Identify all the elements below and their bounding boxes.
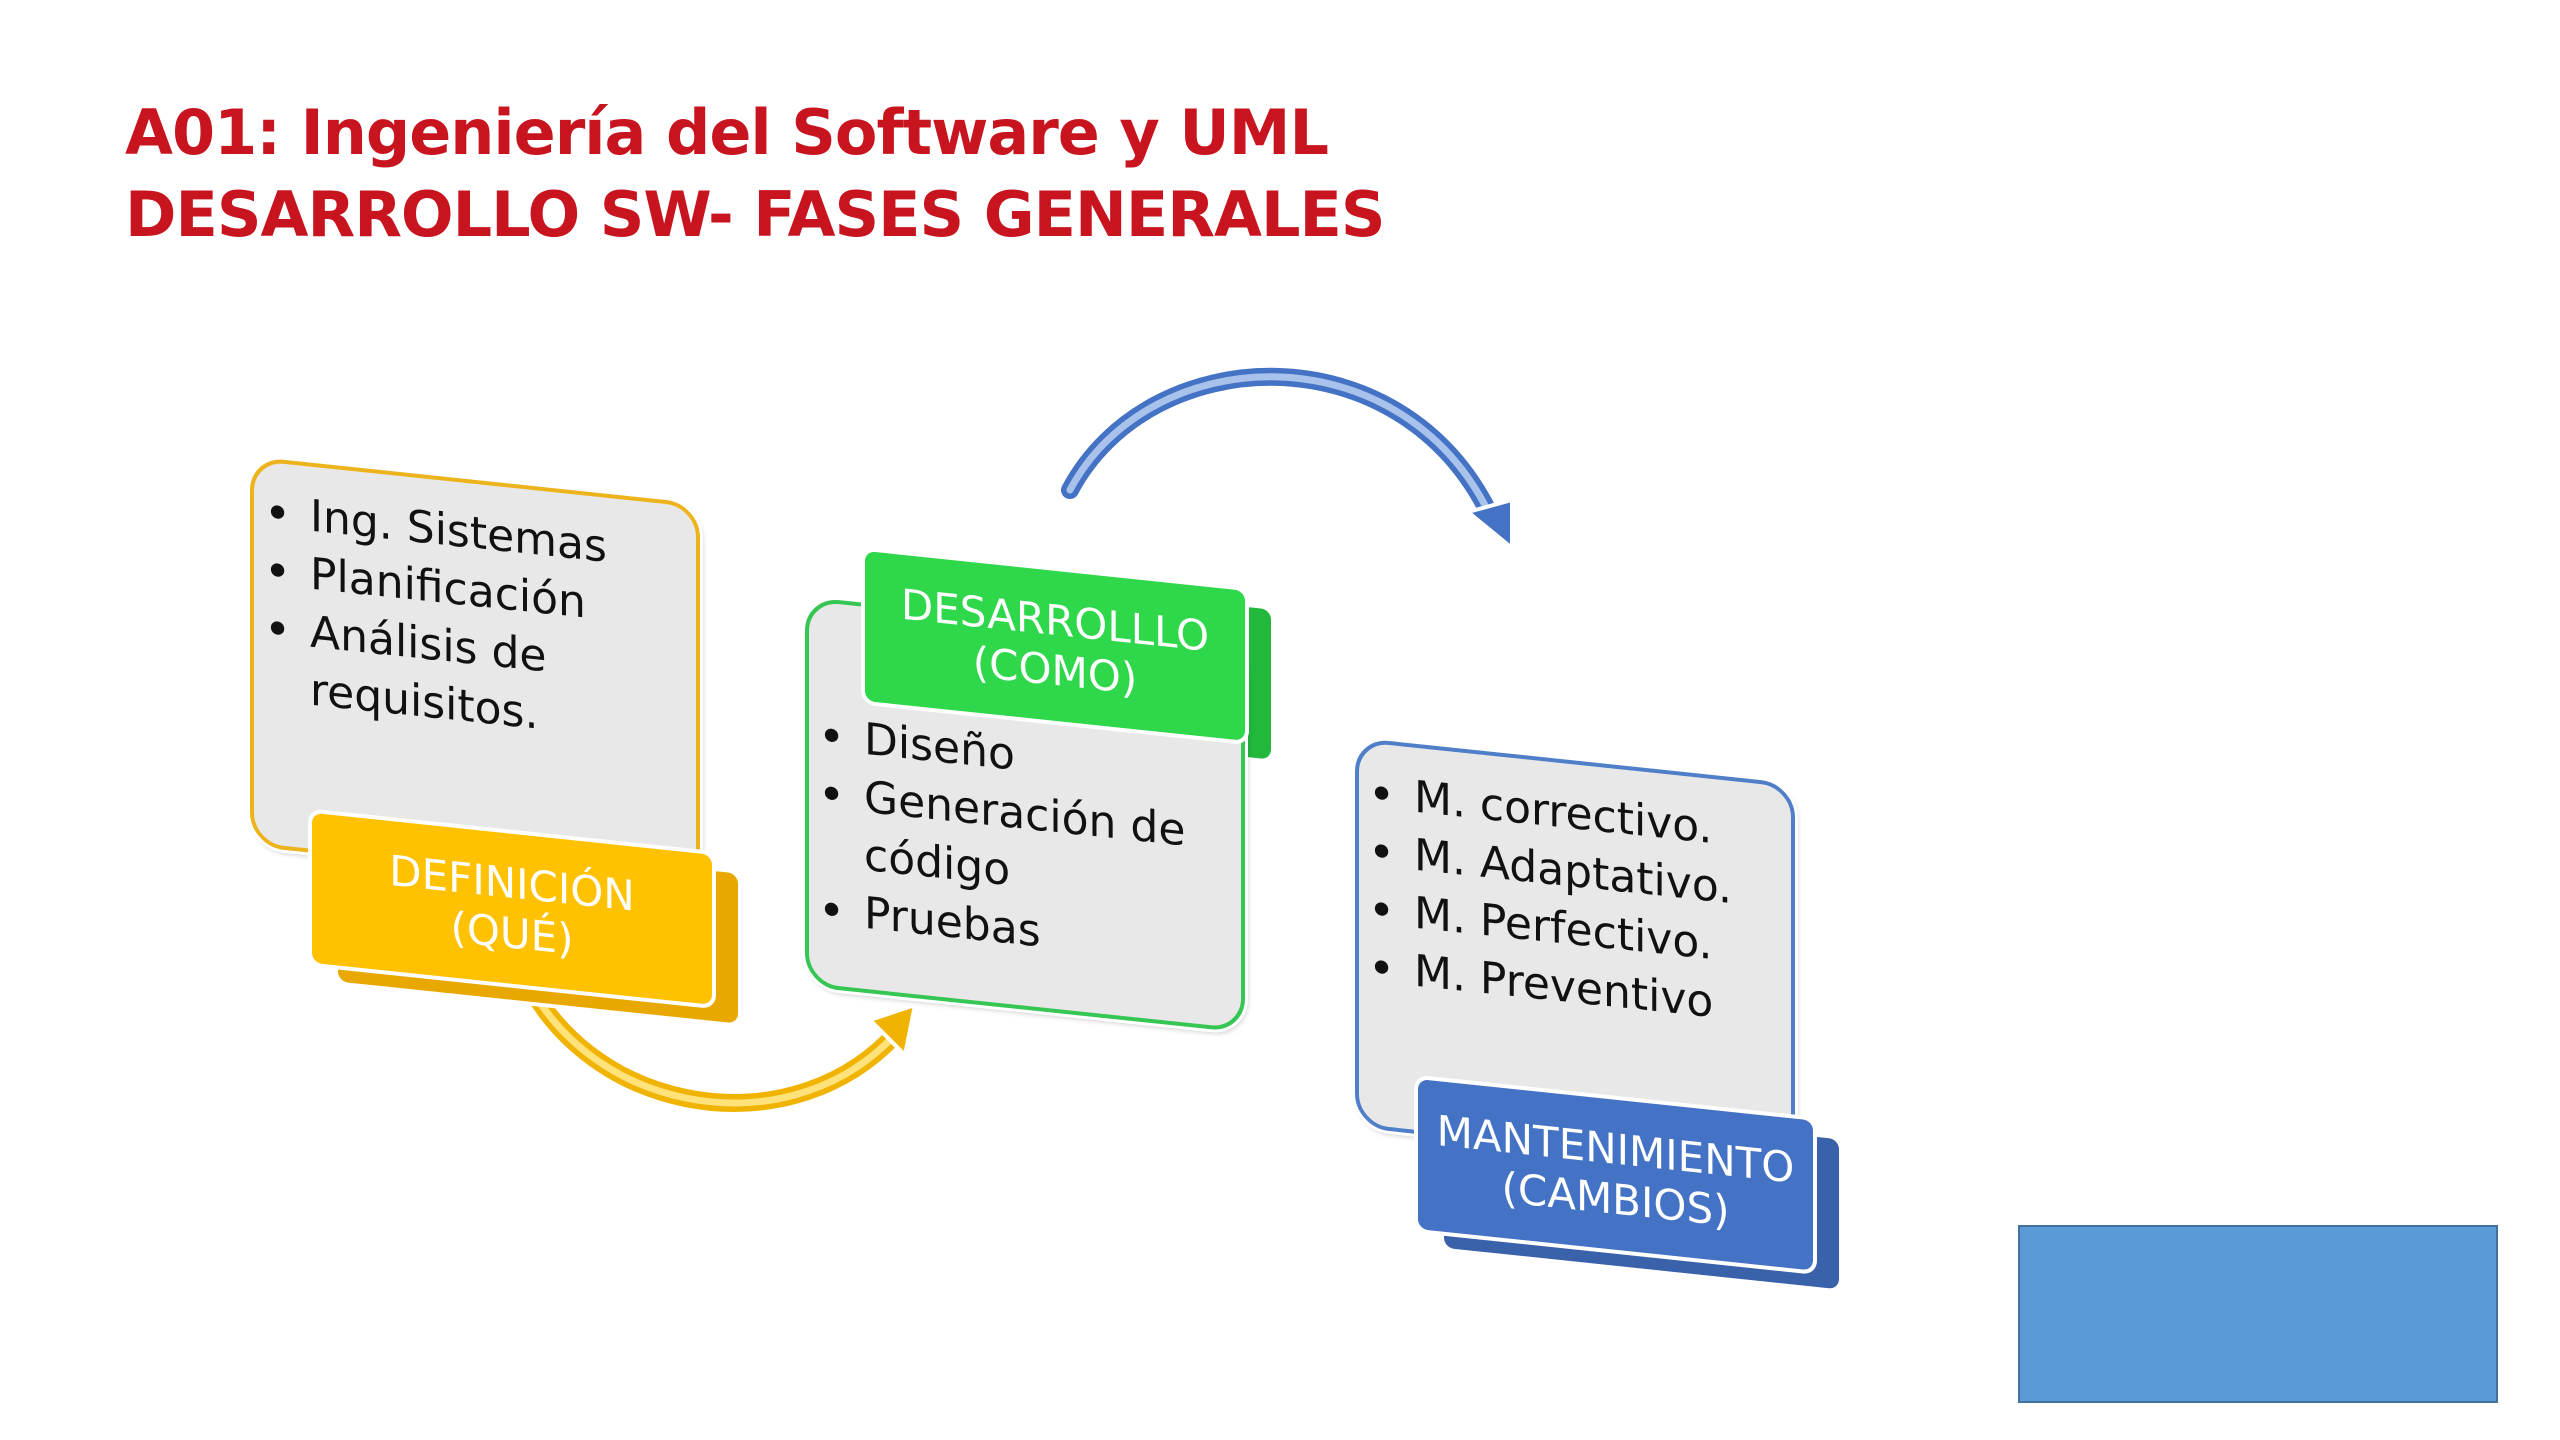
blue-curved-arrow <box>1057 363 1514 553</box>
phase-desarrollo-list: Diseño Generación de código Pruebas <box>812 705 1242 982</box>
yellow-curved-arrow <box>507 952 918 1116</box>
slide-title-line-2: DESARROLLO SW- FASES GENERALES <box>125 178 1385 251</box>
slide-title: A01: Ingeniería del Software y UML DESAR… <box>125 92 1385 256</box>
phase-definicion-list: Ing. Sistemas Planificación Análisis de … <box>258 482 678 758</box>
slide-title-line-1: A01: Ingeniería del Software y UML <box>125 96 1329 169</box>
label-text: DEFINICIÓN (QUÉ) <box>312 838 712 980</box>
label-text: MANTENIMIENTO (CAMBIOS) <box>1425 1105 1807 1245</box>
label-line-1: DEFINICIÓN (QUÉ) <box>389 845 635 965</box>
blue-rectangle-shape <box>2018 1225 2498 1403</box>
phase-mantenimiento-list: M. correctivo. M. Adaptativo. M. Perfect… <box>1362 763 1802 1041</box>
label-text: DESARROLLLO (COMO) <box>889 578 1221 713</box>
